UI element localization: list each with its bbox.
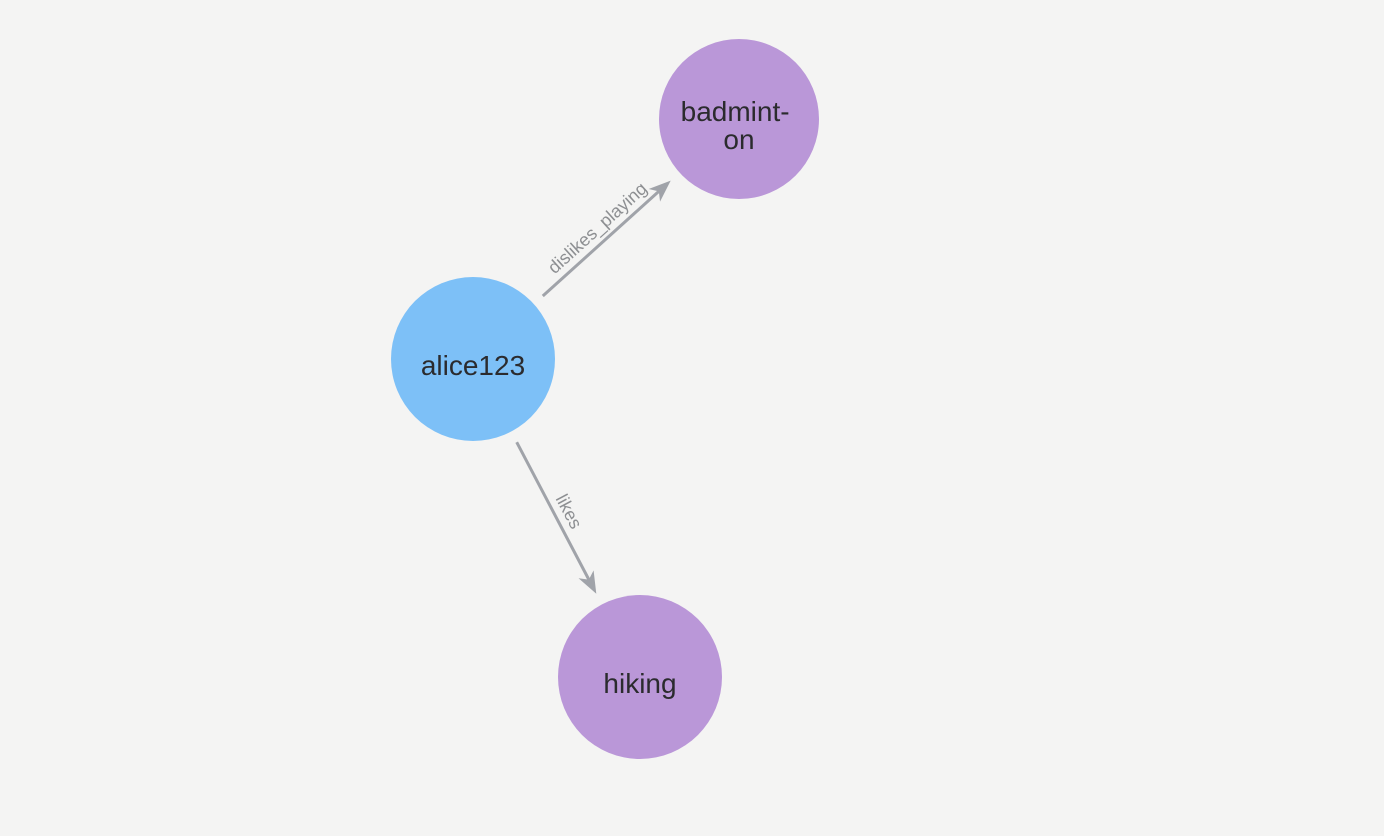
arrowhead-icon	[578, 570, 597, 594]
edge-line[interactable]	[541, 188, 662, 298]
node-circle[interactable]	[558, 595, 722, 759]
node-circle[interactable]	[391, 277, 555, 441]
arrowhead-icon	[648, 180, 671, 202]
node-label: alice123	[421, 350, 525, 381]
edge-line[interactable]	[515, 441, 592, 583]
node-label: hiking	[603, 668, 676, 699]
node-hiking[interactable]: hiking	[558, 595, 722, 759]
node-circle[interactable]	[659, 39, 819, 199]
node-badminton[interactable]: badmint- on	[659, 39, 819, 199]
node-label: badmint- on	[681, 96, 798, 155]
edge-label: likes	[552, 491, 586, 532]
edge-likes: likes	[515, 441, 597, 594]
edge-dislikes-playing: dislikes_playing	[541, 178, 671, 298]
edge-label: dislikes_playing	[544, 178, 652, 278]
node-alice123[interactable]: alice123	[391, 277, 555, 441]
